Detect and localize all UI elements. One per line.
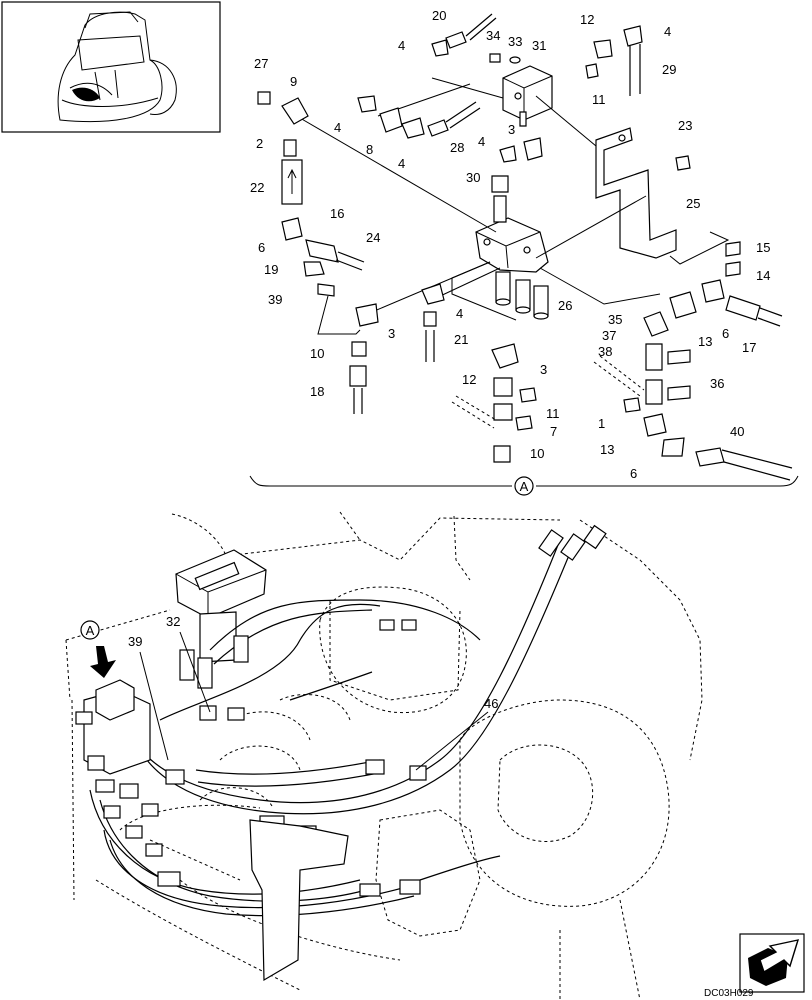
callout: 2: [256, 136, 263, 151]
next-page-arrow-icon[interactable]: [739, 933, 805, 993]
callout: 24: [366, 230, 380, 245]
callout: 4: [478, 134, 485, 149]
callout: 19: [264, 262, 278, 277]
callout: 6: [258, 240, 265, 255]
callout: 36: [710, 376, 724, 391]
exploded-view: A: [249, 13, 799, 496]
callout: 11: [546, 406, 560, 421]
callout: 4: [334, 120, 341, 135]
excavator-cab-thumbnail: [1, 1, 221, 133]
view-marker-label: A: [520, 479, 529, 494]
callout: 27: [254, 56, 268, 71]
callout: 37: [602, 328, 616, 343]
callout: 16: [330, 206, 344, 221]
callout: 6: [722, 326, 729, 341]
callout: 13: [600, 442, 614, 457]
callout: 9: [290, 74, 297, 89]
callouts-upper: 20 4 34 33 31 12 4 27 9 29 11 4 8 4 28 2…: [250, 8, 770, 481]
callout: 39: [268, 292, 282, 307]
callout: 38: [598, 344, 612, 359]
callout: 40: [730, 424, 744, 439]
callout: 20: [432, 8, 446, 23]
callout: 29: [662, 62, 676, 77]
callout: 25: [686, 196, 700, 211]
callout: 35: [608, 312, 622, 327]
callout: 8: [366, 142, 373, 157]
callout: 7: [550, 424, 557, 439]
callout: 23: [678, 118, 692, 133]
callout: 3: [508, 122, 515, 137]
callout: 46: [484, 696, 498, 711]
view-marker-circle: [514, 476, 534, 496]
callout: 31: [532, 38, 546, 53]
callout: 3: [540, 362, 547, 377]
callout: 39: [128, 634, 142, 649]
direction-arrow-icon: [90, 646, 116, 678]
callout: 10: [310, 346, 324, 361]
callout: 11: [592, 92, 606, 107]
callout: 12: [462, 372, 476, 387]
callout: 33: [508, 34, 522, 49]
callout: 1: [598, 416, 605, 431]
callout: 4: [398, 38, 405, 53]
drawing-code: DC03H029: [704, 988, 754, 999]
callout: 34: [486, 28, 500, 43]
callout: 4: [398, 156, 405, 171]
callouts-lower: 39 32 46: [128, 614, 498, 711]
callout: 28: [450, 140, 464, 155]
callout: 6: [630, 466, 637, 481]
callout: 4: [456, 306, 463, 321]
view-marker-label-bottom: A: [86, 623, 95, 638]
callout: 12: [580, 12, 594, 27]
callout: 21: [454, 332, 468, 347]
callout: 15: [756, 240, 770, 255]
callout: 22: [250, 180, 264, 195]
callout: 4: [664, 24, 671, 39]
callout: 30: [466, 170, 480, 185]
installed-view: A: [65, 511, 703, 1000]
callout: 17: [742, 340, 756, 355]
callout: 26: [558, 298, 572, 313]
callout: 3: [388, 326, 395, 341]
callout: 13: [698, 334, 712, 349]
callout: 18: [310, 384, 324, 399]
callout: 10: [530, 446, 544, 461]
callout: 32: [166, 614, 180, 629]
callout: 14: [756, 268, 770, 283]
